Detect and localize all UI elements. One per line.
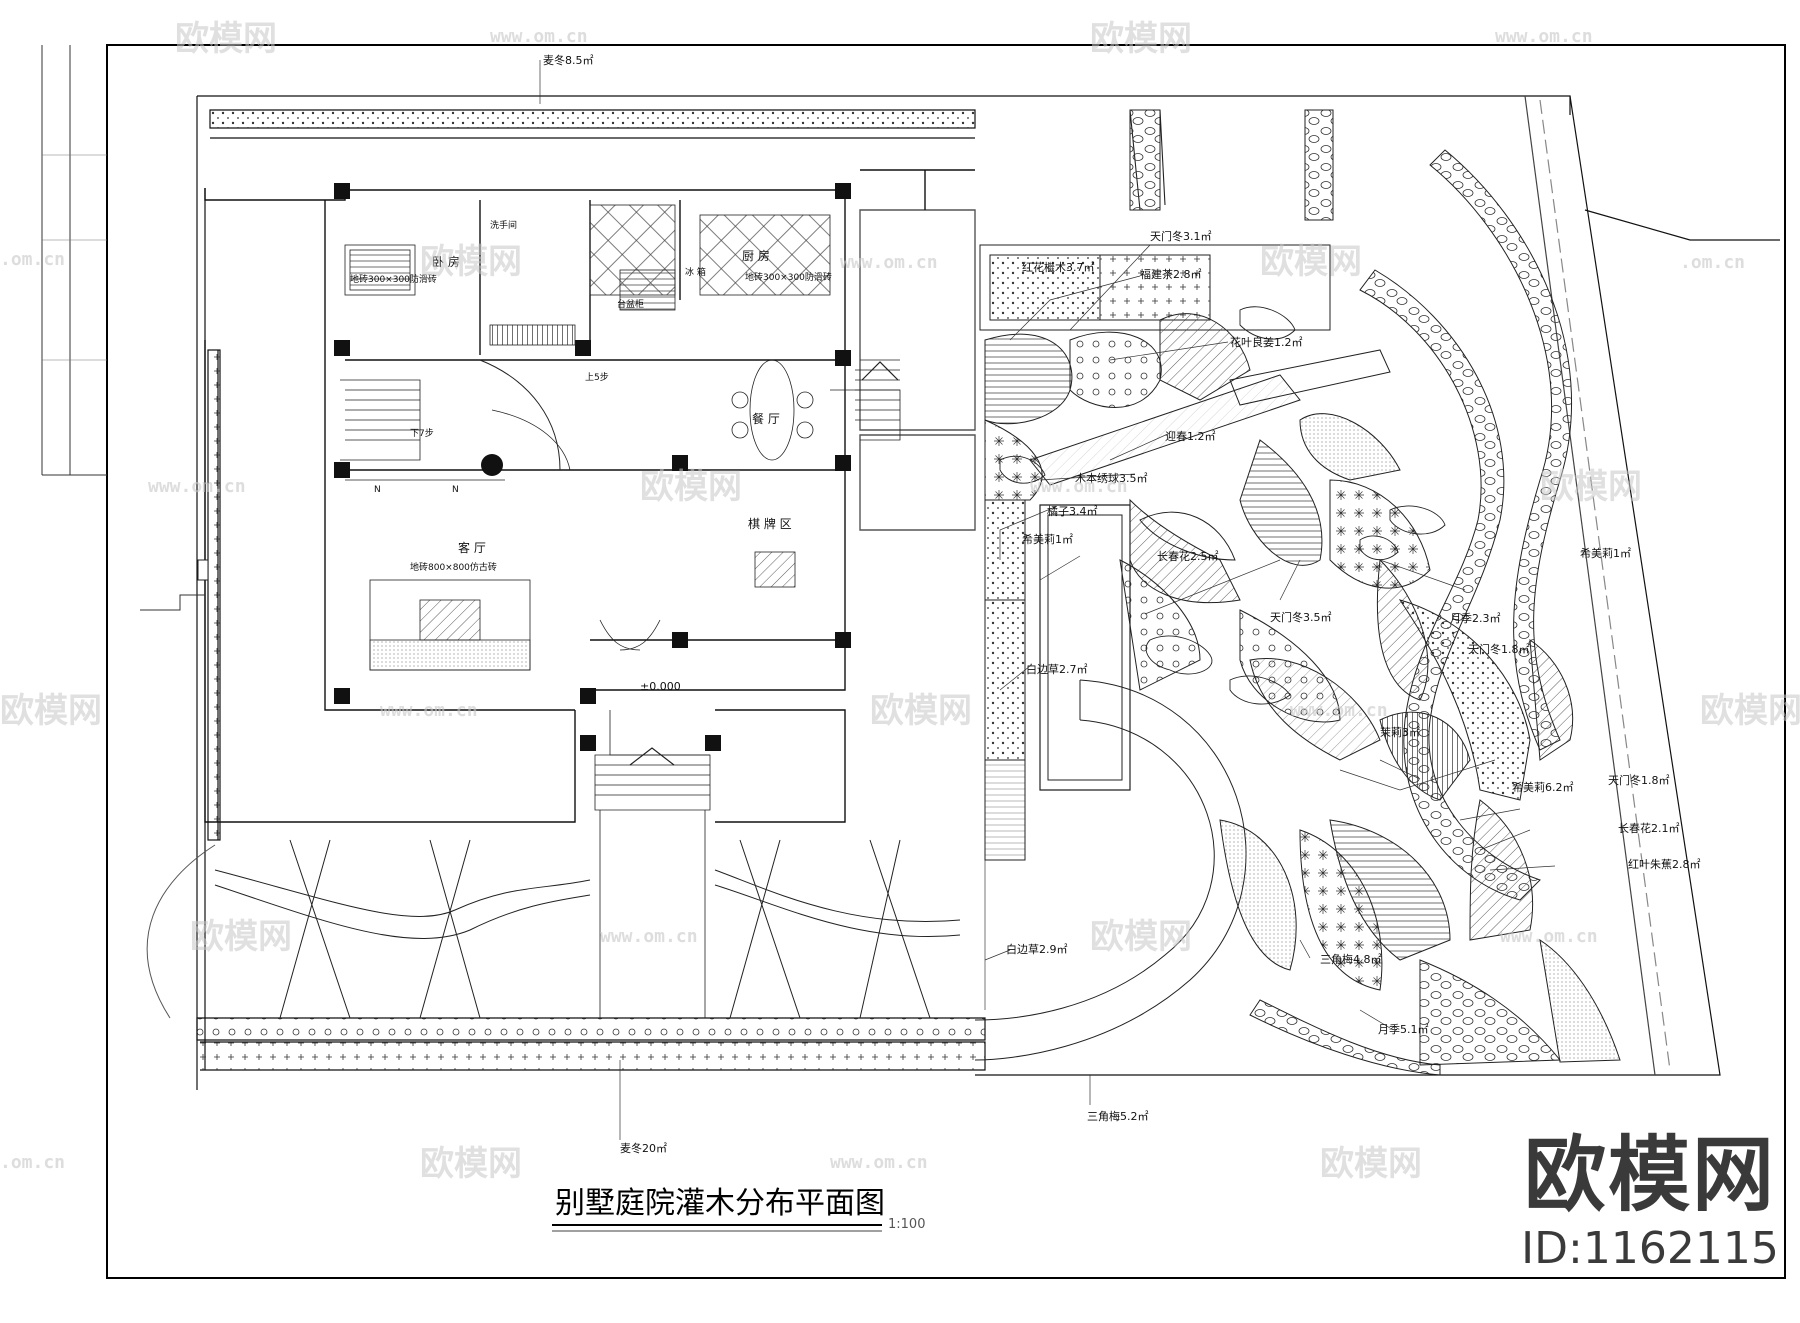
floor-note-d: 地砖300×300防滑砖: [745, 271, 832, 283]
brand-id: ID:1162115: [1521, 1223, 1779, 1274]
brand-name: 欧模网: [1523, 1128, 1776, 1223]
watermark-url-12: .om.cn: [0, 1152, 65, 1173]
label-huaye: 花叶良姜1.2㎡: [1230, 335, 1303, 349]
garden-walkways: [974, 109, 1391, 1061]
interior-details: [344, 204, 901, 756]
label-fujiancha: 福建茶2.8㎡: [1140, 267, 1202, 281]
label-tianmendong-1: 天门冬3.1㎡: [1150, 229, 1212, 243]
front-lawn-paths: [140, 559, 961, 1019]
drawing-title: 别墅庭院灌木分布平面图: [555, 1186, 885, 1221]
watermark-10: 欧模网: [190, 917, 292, 957]
room-label-bedroom: 卧 房: [432, 254, 460, 269]
floor-note-a: 地砖300×300防滑砖: [350, 273, 437, 285]
label-yingchun: 迎春1.2㎡: [1165, 430, 1216, 443]
watermark-url-3: .om.cn: [0, 249, 65, 270]
watermark-8: 欧模网: [870, 691, 972, 731]
watermark-url-13: www.om.cn: [830, 1152, 928, 1173]
watermark-3: 欧模网: [420, 242, 522, 282]
label-mubenxiu: 木本绣球3.5㎡: [1075, 471, 1148, 485]
north-marker-1: N: [374, 485, 381, 495]
watermark-11: 欧模网: [1090, 917, 1192, 957]
watermark-url-11: www.om.cn: [1500, 926, 1598, 947]
label-molihua: 茉莉3㎡: [1380, 725, 1420, 739]
watermark-7: 欧模网: [0, 691, 102, 731]
site-boundary: [196, 95, 1780, 1090]
house: [204, 169, 976, 823]
floor-note-c: 地砖800×800仿古砖: [410, 561, 497, 573]
room-label-chess: 棋 牌 区: [748, 517, 792, 531]
watermark-url-1: www.om.cn: [490, 26, 588, 47]
watermark-4: 欧模网: [1260, 242, 1362, 282]
label-tianmendong-2: 天门冬3.5㎡: [1270, 610, 1332, 624]
entrance-stairs: [340, 361, 900, 1018]
label-ximeili-1: 希美莉1㎡: [1022, 532, 1073, 546]
label-sanjiaomei-2: 三角梅5.2㎡: [1087, 1109, 1149, 1123]
room-label-living: 客 厅: [458, 540, 486, 555]
watermark-url-5: .om.cn: [1680, 252, 1745, 273]
planting-beds: [979, 244, 1621, 1066]
watermark-9: 欧模网: [1700, 691, 1800, 731]
label-changchun-1: 长春花2.5㎡: [1157, 550, 1219, 563]
north-marker-2: N: [452, 485, 459, 495]
label-maidong-top: 麦冬8.5㎡: [543, 53, 594, 67]
leader-lines: [539, 60, 1556, 1140]
watermark-url-7: www.om.cn: [1030, 476, 1128, 497]
label-yueji-2: 月季5.1㎡: [1378, 1023, 1429, 1036]
label-juzi: 橘子3.4㎡: [1047, 505, 1098, 518]
room-labels: 卧 房 厨 房 餐 厅 客 厅 棋 牌 区 冰 箱 下7步 上5步 洗手间 地砖…: [350, 219, 832, 693]
watermark-12: 欧模网: [420, 1144, 522, 1184]
brand-logo: 欧模网 ID:1162115: [1510, 1130, 1790, 1276]
rock-clusters: [999, 306, 1446, 705]
room-label-dining: 餐 厅: [752, 411, 780, 426]
label-baibian-1: 白边草2.7㎡: [1026, 662, 1088, 676]
label-yueji-1: 月季2.3㎡: [1450, 612, 1501, 625]
watermark-13: 欧模网: [1320, 1144, 1422, 1184]
label-changchun-2: 长春花2.1㎡: [1618, 822, 1680, 835]
floor-note-b: 台盆柜: [617, 298, 644, 310]
watermark-url-4: www.om.cn: [840, 252, 938, 273]
stairs-down-label: 下7步: [410, 428, 434, 439]
watermark-5: 欧模网: [640, 467, 742, 507]
watermark-2: 欧模网: [1090, 19, 1192, 59]
plant-labels: 麦冬8.5㎡ 麦冬20㎡ 天门冬3.1㎡ 红花檵木3.7㎡ 福建茶2.8㎡ 花叶…: [543, 53, 1701, 1155]
wash-label: 洗手间: [490, 219, 517, 231]
watermark-url-2: www.om.cn: [1495, 26, 1593, 47]
label-ximeili-3: 希美莉1㎡: [1580, 546, 1631, 560]
watermarks: 欧模网 www.om.cn 欧模网 www.om.cn .om.cn 欧模网 w…: [0, 19, 1800, 1184]
room-label-kitchen: 厨 房: [742, 248, 770, 263]
watermark-url-9: www.om.cn: [1290, 700, 1388, 721]
label-honghua: 红花檵木3.7㎡: [1022, 260, 1095, 274]
label-hongye: 红叶朱蕉2.8㎡: [1628, 858, 1701, 871]
cobble-ribbon: [1249, 149, 1573, 1076]
watermark-url-6: www.om.cn: [148, 476, 246, 497]
columns: [334, 183, 851, 751]
label-tianmendong-3: 天门冬1.8㎡: [1468, 642, 1530, 656]
label-tianmendong-4: 天门冬1.8㎡: [1608, 773, 1670, 787]
elevation-label: ±0.000: [640, 680, 681, 693]
title-block: 别墅庭院灌木分布平面图 1:100: [552, 1186, 925, 1232]
drawing-scale: 1:100: [888, 1217, 925, 1232]
sheet-frame: [41, 44, 1786, 1279]
watermark-url-10: www.om.cn: [600, 926, 698, 947]
label-ximeili-2: 希美莉6.2㎡: [1512, 780, 1574, 794]
watermark-1: 欧模网: [175, 19, 277, 59]
stairs-up-label: 上5步: [585, 372, 609, 383]
label-sanjiaomei-1: 三角梅4.8㎡: [1320, 952, 1382, 966]
label-maidong-bottom: 麦冬20㎡: [620, 1141, 667, 1155]
watermark-url-8: www.om.cn: [380, 700, 478, 721]
room-label-fridge: 冰 箱: [685, 266, 706, 278]
watermark-6: 欧模网: [1540, 467, 1642, 507]
label-baibian-2: 白边草2.9㎡: [1006, 942, 1068, 956]
